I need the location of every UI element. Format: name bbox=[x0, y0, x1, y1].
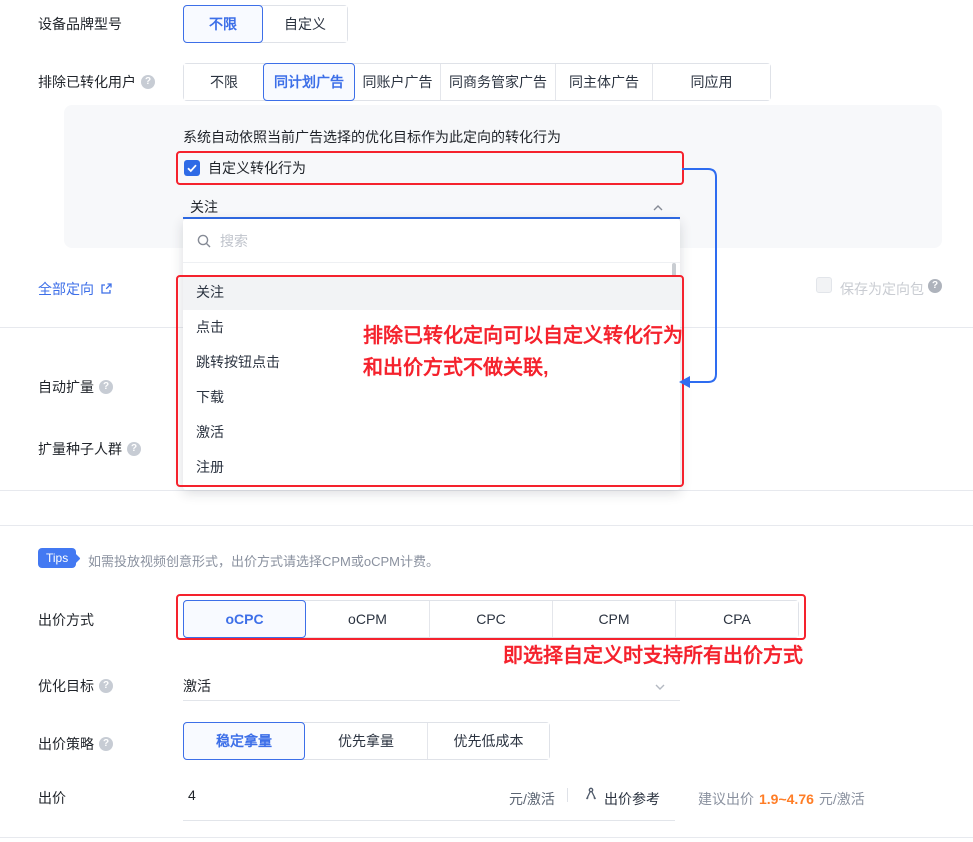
dropdown-option-activate[interactable]: 激活 bbox=[196, 424, 224, 440]
exclude-converted-options: 不限 同计划广告 同账户广告 同商务管家广告 同主体广告 同应用 bbox=[183, 63, 771, 101]
dropdown-option-jump-click[interactable]: 跳转按钮点击 bbox=[196, 354, 280, 370]
exclude-converted-label-text: 排除已转化用户 bbox=[38, 74, 136, 90]
device-brand-label-text: 设备品牌型号 bbox=[38, 16, 122, 32]
connector-arrow bbox=[679, 168, 717, 388]
help-icon[interactable]: ? bbox=[127, 442, 141, 456]
select-focus-underline bbox=[183, 217, 680, 219]
bid-strategy-text: 出价策略 bbox=[38, 736, 94, 752]
help-icon[interactable]: ? bbox=[99, 380, 113, 394]
bid-method-label: 出价方式 bbox=[38, 610, 94, 630]
device-brand-label: 设备品牌型号 bbox=[38, 14, 122, 34]
conversion-dropdown: 关注 点击 跳转按钮点击 下载 激活 注册 bbox=[183, 219, 680, 490]
bid-method-ocpm[interactable]: oCPM bbox=[306, 601, 429, 637]
bid-amount-underline bbox=[183, 820, 675, 821]
bid-amount-label: 出价 bbox=[38, 788, 66, 808]
auto-expand-text: 自动扩量 bbox=[38, 379, 94, 395]
save-package-label: 保存为定向包 bbox=[840, 281, 924, 297]
dropdown-option-click[interactable]: 点击 bbox=[196, 319, 224, 335]
custom-conversion-checkbox[interactable] bbox=[184, 160, 200, 176]
chevron-up-icon[interactable] bbox=[652, 201, 664, 217]
divider bbox=[0, 837, 973, 838]
annotation-text-line2: 和出价方式不做关联, bbox=[363, 357, 549, 379]
bid-method-text: 出价方式 bbox=[38, 612, 94, 628]
suggest-label: 建议出价 bbox=[698, 791, 754, 807]
device-option-custom[interactable]: 自定义 bbox=[263, 6, 347, 42]
dropdown-option-register[interactable]: 注册 bbox=[196, 459, 224, 475]
conversion-hint-text: 系统自动依照当前广告选择的优化目标作为此定向的转化行为 bbox=[183, 129, 561, 145]
section-divider bbox=[0, 525, 973, 526]
optimize-goal-underline bbox=[183, 700, 680, 701]
device-brand-options: 不限 自定义 bbox=[183, 5, 348, 43]
all-targeting-text: 全部定向 bbox=[38, 281, 94, 297]
divider bbox=[0, 490, 973, 491]
annotation-text-bid-method: 即选择自定义时支持所有出价方式 bbox=[503, 645, 803, 667]
suggest-unit: 元/激活 bbox=[818, 791, 865, 807]
bid-reference-icon bbox=[583, 786, 599, 805]
tips-text: 如需投放视频创意形式，出价方式请选择CPM或oCPM计费。 bbox=[88, 554, 440, 569]
exclude-option-same-entity[interactable]: 同主体广告 bbox=[555, 64, 652, 100]
bid-unit: 元/激活 bbox=[509, 791, 555, 807]
seed-audience-label: 扩量种子人群 ? bbox=[38, 439, 141, 459]
save-package-checkbox[interactable] bbox=[816, 277, 832, 293]
dropdown-option-follow[interactable]: 关注 bbox=[183, 275, 680, 310]
help-icon[interactable]: ? bbox=[928, 279, 942, 293]
chevron-down-icon[interactable] bbox=[654, 680, 666, 696]
help-icon[interactable]: ? bbox=[141, 75, 155, 89]
bid-method-ocpc[interactable]: oCPC bbox=[183, 600, 306, 638]
bid-suggestion: 建议出价 1.9~4.76 元/激活 bbox=[698, 789, 865, 809]
exclude-option-same-bm[interactable]: 同商务管家广告 bbox=[440, 64, 555, 100]
search-divider bbox=[183, 262, 680, 263]
tips-badge: Tips bbox=[38, 548, 77, 568]
bid-reference-link[interactable]: 出价参考 bbox=[604, 791, 660, 807]
bid-strategy-label: 出价策略 ? bbox=[38, 734, 113, 754]
bid-method-cpc[interactable]: CPC bbox=[429, 601, 552, 637]
help-icon[interactable]: ? bbox=[99, 679, 113, 693]
bid-method-cpa[interactable]: CPA bbox=[675, 601, 798, 637]
bid-strategy-options: 稳定拿量 优先拿量 优先低成本 bbox=[183, 722, 550, 760]
bid-amount-text: 出价 bbox=[38, 790, 66, 806]
check-icon bbox=[187, 164, 197, 173]
bid-method-options: oCPC oCPM CPC CPM CPA bbox=[183, 600, 799, 638]
exclude-option-same-app[interactable]: 同应用 bbox=[652, 64, 770, 100]
search-icon bbox=[196, 233, 212, 252]
strategy-stable-volume[interactable]: 稳定拿量 bbox=[183, 722, 305, 760]
custom-conversion-label: 自定义转化行为 bbox=[208, 160, 306, 176]
bid-amount-input[interactable] bbox=[188, 781, 438, 809]
exclude-converted-label: 排除已转化用户 ? bbox=[38, 72, 155, 92]
exclude-option-same-campaign[interactable]: 同计划广告 bbox=[263, 63, 355, 101]
optimize-goal-text: 优化目标 bbox=[38, 678, 94, 694]
device-option-unlimited[interactable]: 不限 bbox=[183, 5, 263, 43]
strategy-priority-low-cost[interactable]: 优先低成本 bbox=[427, 723, 549, 759]
exclude-option-unlimited[interactable]: 不限 bbox=[184, 64, 264, 100]
search-input[interactable] bbox=[220, 228, 520, 254]
bid-method-cpm[interactable]: CPM bbox=[552, 601, 675, 637]
auto-expand-label: 自动扩量 ? bbox=[38, 377, 113, 397]
dropdown-option-download[interactable]: 下载 bbox=[196, 389, 224, 405]
suggest-range: 1.9~4.76 bbox=[759, 791, 814, 807]
optimize-goal-label: 优化目标 ? bbox=[38, 676, 113, 696]
divider bbox=[567, 788, 568, 802]
conversion-select-value[interactable]: 关注 bbox=[190, 199, 218, 215]
external-link-icon bbox=[101, 283, 112, 294]
seed-audience-text: 扩量种子人群 bbox=[38, 441, 122, 457]
optimize-goal-select[interactable]: 激活 bbox=[183, 678, 211, 694]
exclude-option-same-account[interactable]: 同账户广告 bbox=[355, 64, 440, 100]
annotation-text-line1: 排除已转化定向可以自定义转化行为 bbox=[363, 325, 683, 347]
all-targeting-link[interactable]: 全部定向 bbox=[38, 279, 113, 299]
strategy-priority-volume[interactable]: 优先拿量 bbox=[305, 723, 427, 759]
help-icon[interactable]: ? bbox=[99, 737, 113, 751]
